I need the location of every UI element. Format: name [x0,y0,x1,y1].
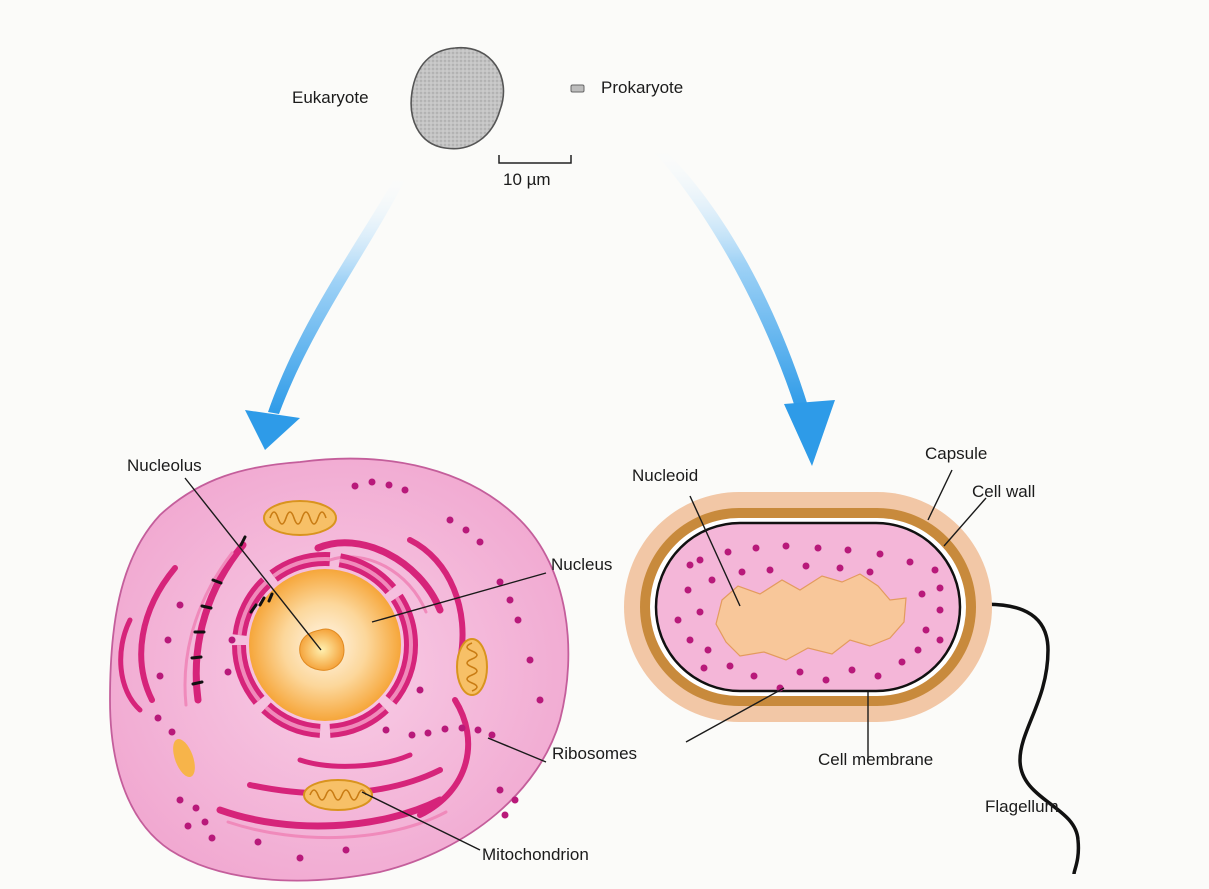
nucleus-label: Nucleus [551,555,612,575]
eukaryote-sample [411,48,503,149]
nucleolus [300,629,344,670]
eukaryotic-cell [110,459,568,881]
mitochondrion-label: Mitochondrion [482,845,589,865]
scale-bar [499,155,571,163]
ribosomes-label: Ribosomes [552,744,637,764]
cell-wall-label: Cell wall [972,482,1035,502]
prokaryote-sample [571,85,584,92]
flagellum-label: Flagellum [985,797,1059,817]
mitochondrion-top [264,501,336,535]
capsule-label: Capsule [925,444,987,464]
prokaryote-arrow [650,144,835,466]
nucleolus-label: Nucleolus [127,456,202,476]
nucleoid-label: Nucleoid [632,466,698,486]
cell-membrane-label: Cell membrane [818,750,933,770]
mitochondrion-bottom [304,780,372,810]
scale-bar-label: 10 µm [503,170,551,190]
mitochondrion-right [457,639,487,695]
eukaryote-label: Eukaryote [292,88,369,108]
eukaryote-arrow [245,172,407,450]
prokaryote-label: Prokaryote [601,78,683,98]
